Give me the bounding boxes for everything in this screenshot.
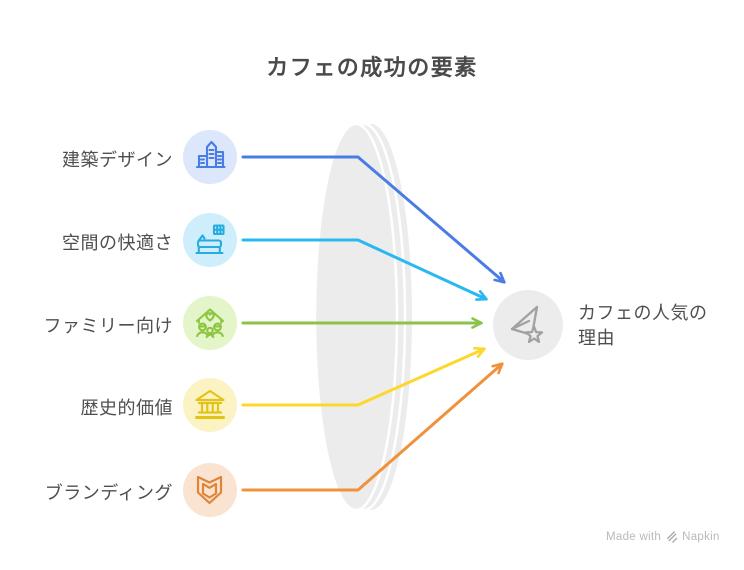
source-label-comfort[interactable]: 空間の快適さ bbox=[62, 233, 173, 253]
watermark[interactable]: Made with Napkin bbox=[606, 530, 720, 543]
badge-book-icon bbox=[196, 475, 223, 505]
diagram-title: カフェの成功の要素 bbox=[266, 55, 478, 80]
watermark-prefix: Made with bbox=[606, 530, 662, 543]
source-node-branding[interactable] bbox=[183, 463, 237, 517]
napkin-logo-icon bbox=[667, 531, 678, 543]
source-label-history[interactable]: 歴史的価値 bbox=[80, 398, 173, 418]
source-label-architecture[interactable]: 建築デザイン bbox=[62, 150, 173, 170]
source-label-family[interactable]: ファミリー向け bbox=[43, 316, 173, 336]
star-bird-icon bbox=[510, 305, 544, 344]
family-home-icon bbox=[195, 308, 225, 339]
source-node-family[interactable] bbox=[183, 296, 237, 350]
bed-icon bbox=[195, 224, 225, 255]
arrow-comfort bbox=[241, 238, 488, 301]
source-node-architecture[interactable] bbox=[183, 130, 237, 184]
source-node-history[interactable] bbox=[183, 378, 237, 432]
funnel-lens bbox=[313, 122, 412, 512]
city-buildings-icon bbox=[195, 140, 226, 169]
source-label-branding[interactable]: ブランディング bbox=[44, 483, 173, 503]
arrow-history bbox=[241, 347, 486, 407]
arrow-architecture bbox=[241, 155, 506, 284]
target-label[interactable]: カフェの人気の理由 bbox=[578, 303, 708, 348]
museum-icon bbox=[195, 389, 225, 419]
arrow-branding bbox=[241, 362, 504, 492]
source-node-comfort[interactable] bbox=[183, 213, 237, 267]
watermark-brand: Napkin bbox=[682, 530, 720, 543]
target-node[interactable] bbox=[493, 290, 563, 360]
